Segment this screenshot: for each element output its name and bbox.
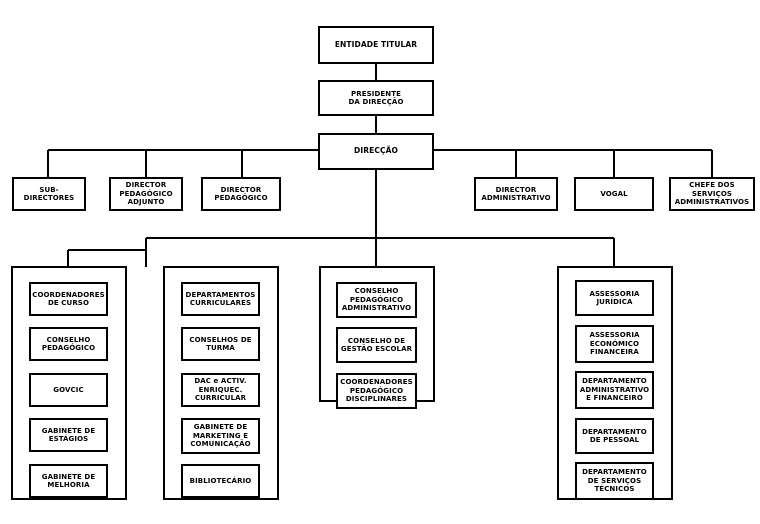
node-direccao: DIRECÇÃO [318,133,434,170]
node-assessoria-economico-financeira: ASSESSORIA ECONÓMICO FINANCEIRA [575,325,654,363]
node-gabinete-de-melhoria: GABINETE DE MELHORIA [29,464,108,498]
node-presidente-direccao: PRESIDENTE DA DIRECÇÃO [318,80,434,116]
node-conselho-de-gestao-escolar: CONSELHO DE GESTÃO ESCOLAR [336,327,417,363]
node-conselho-pedagogico: CONSELHO PEDAGÓGICO [29,327,108,361]
node-conselhos-de-turma: CONSELHOS DE TURMA [181,327,260,361]
group1-frame [11,266,127,500]
node-departamento-de-pessoal: DEPARTAMENTO DE PESSOAL [575,418,654,454]
node-govcic: GOVCIC [29,373,108,407]
node-gabinete-marketing-comunicacao: GABINETE DE MARKETING E COMUNICAÇÃO [181,418,260,454]
node-dac-activ-enriquec-curricular: DAC e ACTIV. ENRIQUEC. CURRICULAR [181,373,260,407]
node-coordenadores-pedagogico-disciplinares: COORDENADORES PEDAGÓGICO DISCIPLINARES [336,373,417,409]
node-assessoria-juridica: ASSESSORIA JURÍDICA [575,280,654,316]
node-departamentos-curriculares: DEPARTAMENTOS CURRICULARES [181,282,260,316]
node-sub-directores: SUB-DIRECTORES [12,177,86,211]
node-director-pedagogico: DIRECTOR PEDAGÓGICO [201,177,281,211]
group2-frame [163,266,279,500]
node-bibliotecario: BIBLIOTECÁRIO [181,464,260,498]
node-conselho-pedagogico-administrativo: CONSELHO PEDAGÓGICO ADMINISTRATIVO [336,282,417,318]
node-gabinete-de-estagios: GABINETE DE ESTÁGIOS [29,418,108,452]
node-coordenadores-de-curso: COORDENADORES DE CURSO [29,282,108,316]
node-entidade-titular: ENTIDADE TITULAR [318,26,434,64]
node-director-pedagogico-adjunto: DIRECTOR PEDAGÓGICO ADJUNTO [109,177,183,211]
node-chefe-servicos-administrativos: CHEFE DOS SERVIÇOS ADMINISTRATIVOS [669,177,755,211]
node-vogal: VOGAL [574,177,654,211]
node-director-administrativo: DIRECTOR ADMINISTRATIVO [474,177,558,211]
node-departamento-administrativo-financeiro: DEPARTAMENTO ADMINISTRATIVO E FINANCEIRO [575,371,654,409]
node-departamento-servicos-tecnicos: DEPARTAMENTO DE SERVIÇOS TÉCNICOS [575,462,654,500]
